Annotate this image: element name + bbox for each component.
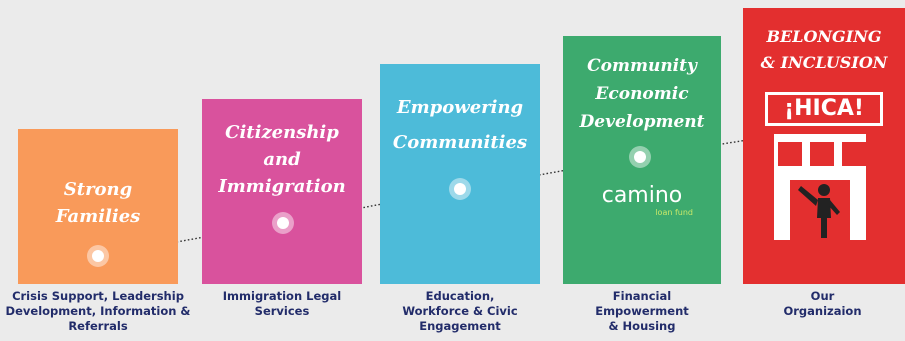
caption-line: Engagement [419,319,501,333]
caption-line: Our [810,289,835,303]
step-title-line: Community [587,56,697,76]
caption-line: & Housing [608,319,676,333]
caption-line: Services [254,304,310,318]
caption-line: Immigration Legal [222,289,342,303]
step-title-line: Empowering [396,97,524,118]
progress-dot [272,212,294,234]
step-title-line: Families [55,206,141,227]
step-caption: Our Organizaion [740,289,905,319]
step-title-line: BELONGING [766,27,882,46]
camino-logo-subtitle: loan fund [655,208,693,217]
camino-logo-name: camino [601,183,683,208]
caption-line: Development, Information & [5,304,191,318]
step-title-line: Immigration [218,176,346,197]
step-belonging-inclusion: BELONGING & INCLUSION ¡HICA! [743,8,905,284]
caption-line: Organizaion [783,304,862,318]
caption-line: Empowerment [595,304,689,318]
caption-line: Crisis Support, Leadership [12,289,184,303]
camino-logo: camino loan fund [563,184,721,218]
progress-dot [629,146,651,168]
caption-line: Financial [612,289,672,303]
step-title-line: and [263,149,301,170]
step-empowering-communities: Empowering Communities [380,64,540,284]
hica-logo: ¡HICA! [765,92,883,126]
step-caption: Financial Empowerment & Housing [557,289,727,334]
step-caption: Crisis Support, Leadership Development, … [0,289,196,334]
step-community-economic-development: Community Economic Development camino lo… [563,36,721,284]
caption-line: Workforce & Civic [402,304,518,318]
step-title-line: Development [579,112,705,132]
step-title-line: & INCLUSION [760,53,888,72]
caption-line: Education, [425,289,495,303]
hica-storefront-icon: ¡HICA! [743,84,905,254]
step-title-line: Citizenship [225,122,339,143]
step-title-line: Communities [392,132,528,153]
step-caption: Education, Workforce & Civic Engagement [375,289,545,334]
step-caption: Immigration Legal Services [197,289,367,319]
step-citizenship-immigration: Citizenship and Immigration [202,99,362,284]
step-title-line: Strong [63,179,133,200]
progress-dot [87,245,109,267]
caption-line: Referrals [68,319,128,333]
progress-dot [449,178,471,200]
step-title-line: Economic [595,84,689,104]
